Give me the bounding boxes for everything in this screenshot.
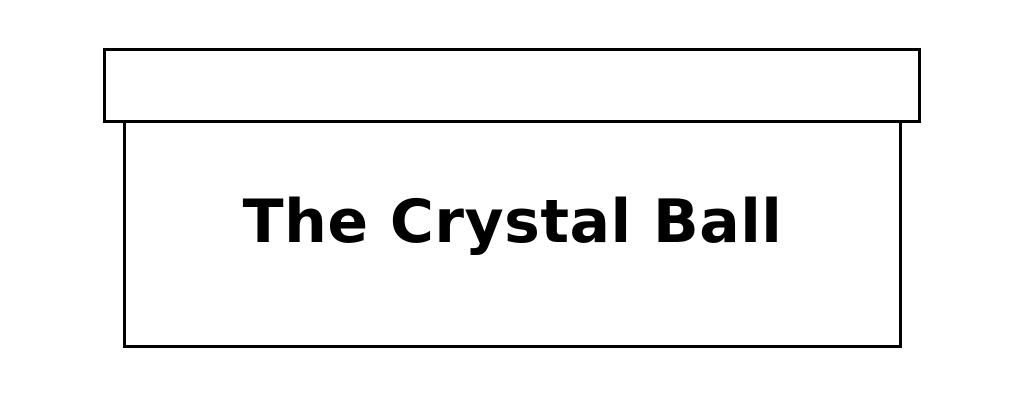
- box-lid: [103, 48, 921, 123]
- box-body: The Crystal Ball: [123, 120, 902, 348]
- box-label: The Crystal Ball: [242, 186, 783, 257]
